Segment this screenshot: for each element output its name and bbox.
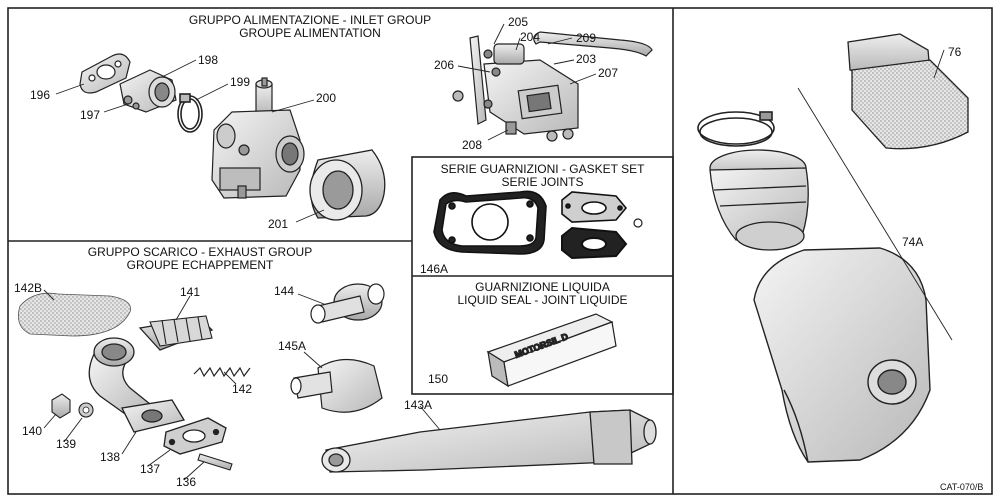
inlet-group-title: GRUPPO ALIMENTAZIONE - INLET GROUP bbox=[188, 13, 432, 27]
clamp-199 bbox=[177, 93, 203, 133]
motorsil-box: MOTORSIL D bbox=[486, 313, 617, 388]
silencer-shell-145A bbox=[290, 358, 383, 413]
part-74A: 74A bbox=[902, 235, 924, 249]
exhaust-group-title: GRUPPO SCARICO - EXHAUST GROUP bbox=[87, 245, 313, 259]
part-203: 203 bbox=[576, 52, 597, 66]
silencer-bellows-141 bbox=[149, 315, 213, 347]
o-ring bbox=[633, 218, 643, 228]
part-196: 196 bbox=[30, 88, 51, 102]
stud-136 bbox=[197, 453, 233, 471]
reed-valve-assembly bbox=[452, 31, 653, 142]
inlet-gasket-196 bbox=[79, 53, 131, 94]
exhaust-group-subtitle: GROUPE ECHAPPEMENT bbox=[126, 258, 274, 272]
muffler-143A bbox=[321, 409, 657, 473]
part-200: 200 bbox=[316, 91, 337, 105]
part-207: 207 bbox=[598, 66, 619, 80]
part-136: 136 bbox=[176, 475, 197, 489]
rubber-intake-sleeve bbox=[709, 149, 809, 251]
nut-140 bbox=[51, 393, 71, 419]
part-204: 204 bbox=[520, 30, 541, 44]
part-138: 138 bbox=[100, 450, 121, 464]
inlet-gasket-small bbox=[561, 226, 628, 260]
cylinder-gasket bbox=[433, 190, 547, 255]
part-142B: 142B bbox=[14, 281, 43, 295]
part-209: 209 bbox=[576, 31, 597, 45]
part-76: 76 bbox=[948, 45, 962, 59]
part-137: 137 bbox=[140, 462, 161, 476]
carburetor-200 bbox=[211, 77, 305, 199]
part-205: 205 bbox=[508, 15, 529, 29]
part-206: 206 bbox=[434, 58, 455, 72]
part-146A: 146A bbox=[420, 262, 449, 276]
liquid-seal-title: GUARNIZIONE LIQUIDA bbox=[475, 280, 610, 294]
part-197: 197 bbox=[80, 108, 101, 122]
inlet-group-subtitle: GROUPE ALIMENTATION bbox=[239, 26, 381, 40]
liquid-seal-subtitle: LIQUID SEAL - JOINT LIQUIDE bbox=[457, 293, 628, 307]
part-150: 150 bbox=[428, 372, 449, 386]
inlet-manifold-198 bbox=[119, 69, 177, 113]
part-198: 198 bbox=[198, 53, 219, 67]
part-201: 201 bbox=[268, 217, 289, 231]
part-143A: 143A bbox=[404, 398, 433, 412]
part-142: 142 bbox=[232, 382, 253, 396]
part-145A: 145A bbox=[278, 339, 307, 353]
leader-lines bbox=[43, 23, 953, 481]
part-141: 141 bbox=[180, 285, 201, 299]
frame bbox=[7, 7, 993, 495]
spring-142 bbox=[193, 366, 251, 378]
hose-clamp bbox=[697, 111, 775, 147]
part-208: 208 bbox=[462, 138, 483, 152]
air-filter-ring-201 bbox=[309, 149, 386, 221]
part-140: 140 bbox=[22, 424, 43, 438]
part-144: 144 bbox=[274, 284, 295, 298]
gasket-set-title: SERIE GUARNIZIONI - GASKET SET bbox=[440, 162, 645, 176]
heat-shield-mesh-142B bbox=[17, 292, 131, 337]
part-139: 139 bbox=[56, 437, 77, 451]
catalog-code: CAT-070/B bbox=[940, 482, 984, 492]
gasket-set-subtitle: SERIE JOINTS bbox=[501, 175, 584, 189]
air-filter-76 bbox=[847, 33, 969, 150]
end-cap-144 bbox=[310, 283, 385, 324]
exhaust-gasket-137 bbox=[163, 417, 227, 455]
washer-139 bbox=[78, 402, 94, 418]
air-box-74A bbox=[753, 247, 931, 463]
part-199: 199 bbox=[230, 75, 251, 89]
exhaust-gasket-small bbox=[561, 191, 628, 223]
